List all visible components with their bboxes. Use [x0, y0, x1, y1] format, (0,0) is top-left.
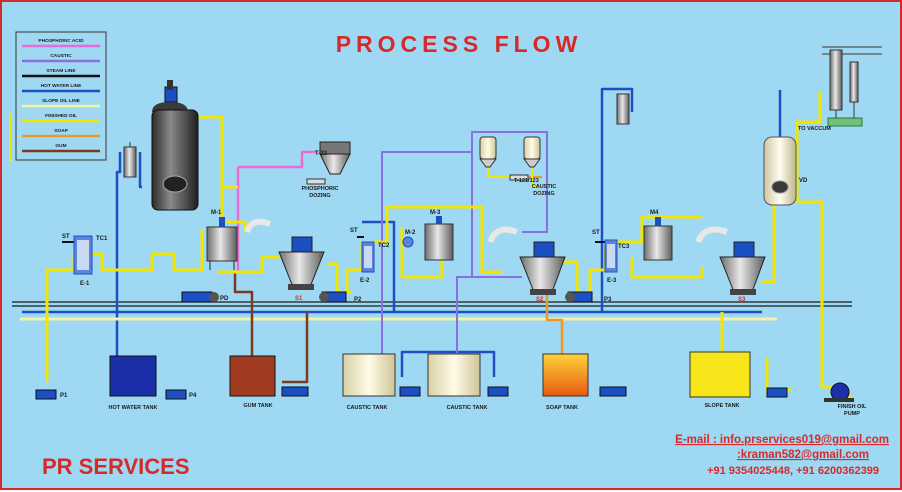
label-tc3: TC3 — [618, 244, 630, 250]
label-gum-tank: GUM TANK — [243, 403, 272, 409]
page-title: PROCESS FLOW — [336, 31, 583, 57]
contact-phones: +91 9354025448, +91 6200362399 — [707, 465, 879, 477]
hot-water-tank — [109, 355, 157, 397]
label-m2: M-2 — [405, 230, 416, 236]
caustic-dozing-tanks — [479, 136, 541, 181]
legend-label: PHOSPHORIC ACID — [38, 38, 84, 44]
contact-email-1[interactable]: E-mail : info.prservices019@gmail.com — [675, 434, 889, 446]
label-caustic-tank-1: CAUSTIC TANK — [347, 405, 388, 411]
label-vd: VD — [799, 178, 808, 184]
label-hot-water-tank: HOT WATER TANK — [109, 405, 158, 411]
dosing-vessel-top — [616, 93, 630, 125]
label-m1: M-1 — [211, 210, 222, 216]
label-p4: P4 — [189, 393, 197, 399]
vacuum-dryer-vd — [763, 136, 797, 206]
label-s2: S2 — [536, 297, 544, 303]
label-st-1: ST — [62, 234, 70, 240]
mixer-m4 — [643, 217, 673, 261]
label-finish-oil-pump-2: PUMP — [844, 411, 860, 417]
label-t121: T-121/123 — [514, 178, 539, 184]
label-m4: M4 — [650, 210, 659, 216]
pump-caustic — [399, 386, 421, 397]
separator-s3 — [695, 226, 766, 295]
pump-pd — [181, 291, 219, 303]
heat-exchanger-e2 — [361, 241, 375, 273]
finish-oil-pump — [824, 382, 854, 402]
label-p2: P2 — [354, 297, 362, 303]
label-m3: M-3 — [430, 210, 441, 216]
legend-frame — [15, 31, 107, 161]
legend-label: STEAM LINE — [46, 68, 76, 74]
label-pd: PD — [220, 296, 229, 302]
label-finish-oil-pump-1: FINISH OIL — [838, 404, 867, 410]
label-e1: E-1 — [80, 281, 90, 287]
equipment — [35, 49, 863, 402]
pump-slope — [766, 387, 788, 398]
vacuum-system — [827, 49, 863, 127]
caustic-tank-2 — [427, 353, 481, 397]
separator-s1 — [244, 218, 325, 290]
legend-label: GUM — [55, 143, 66, 149]
label-soap-tank: SOAP TANK — [546, 405, 578, 411]
label-s3: S3 — [738, 297, 746, 303]
caustic-tank-1 — [342, 353, 396, 397]
pump-p1 — [35, 389, 57, 400]
label-caustic-dozing-2: DOZING — [533, 191, 554, 197]
label-e3: E-3 — [607, 278, 617, 284]
phosphoric-dozing-tank — [306, 141, 351, 185]
label-to-vaccum: TO VACCUM — [798, 126, 831, 132]
slope-tank — [689, 351, 751, 398]
mixer-m2 — [402, 236, 414, 248]
gum-tank — [229, 355, 276, 397]
label-t23: T-23 — [315, 151, 328, 157]
label-e2: E-2 — [360, 278, 370, 284]
label-tc2: TC2 — [378, 243, 390, 249]
label-p3: P3 — [604, 297, 612, 303]
pump-p4 — [165, 389, 187, 400]
legend-label: FINISHED OIL — [45, 113, 77, 119]
label-slope-tank: SLOPE TANK — [704, 403, 739, 409]
label-p1: P1 — [60, 393, 68, 399]
legend-label: SLOPE OIL LINE — [42, 98, 81, 104]
label-phosphoric-dozing-1: PHOSPHORIC — [302, 186, 339, 192]
label-st-2: ST — [350, 228, 358, 234]
label-phosphoric-dozing-2: DOZING — [309, 193, 330, 199]
company-name: PR SERVICES — [42, 454, 190, 479]
legend-label: SOAP — [54, 128, 68, 134]
pump-p3 — [565, 291, 593, 303]
pump-p2 — [319, 291, 347, 303]
mixer-m1 — [206, 217, 238, 270]
soap-tank — [542, 353, 589, 397]
pump-caustic-2 — [487, 386, 509, 397]
label-s1: S1 — [295, 296, 303, 302]
dosing-vessel-small — [123, 142, 137, 178]
legend-label: HOT WATER LINE — [41, 83, 82, 89]
mixer-m3 — [424, 216, 454, 261]
label-caustic-tank-2: CAUSTIC TANK — [447, 405, 488, 411]
pump-soap — [599, 386, 627, 397]
separator-s2 — [487, 226, 566, 295]
heat-exchanger-e3 — [604, 239, 618, 273]
labels: T-23 PHOSPHORIC DOZING T-121/123 CAUSTIC… — [60, 126, 867, 417]
label-tc1: TC1 — [96, 236, 108, 242]
pump-gum — [281, 386, 309, 397]
heat-exchanger-e1 — [73, 235, 93, 275]
contact-email-2[interactable]: :kraman582@gmail.com — [737, 449, 869, 461]
legend: PHOSPHORIC ACID CAUSTIC STEAM LINE HOT WATE… — [9, 31, 107, 162]
label-st-3: ST — [592, 230, 600, 236]
storage-vessel-dark — [151, 80, 199, 211]
label-caustic-dozing-1: CAUSTIC — [532, 184, 556, 190]
legend-label: CAUSTIC — [50, 53, 72, 59]
piping — [12, 46, 882, 398]
